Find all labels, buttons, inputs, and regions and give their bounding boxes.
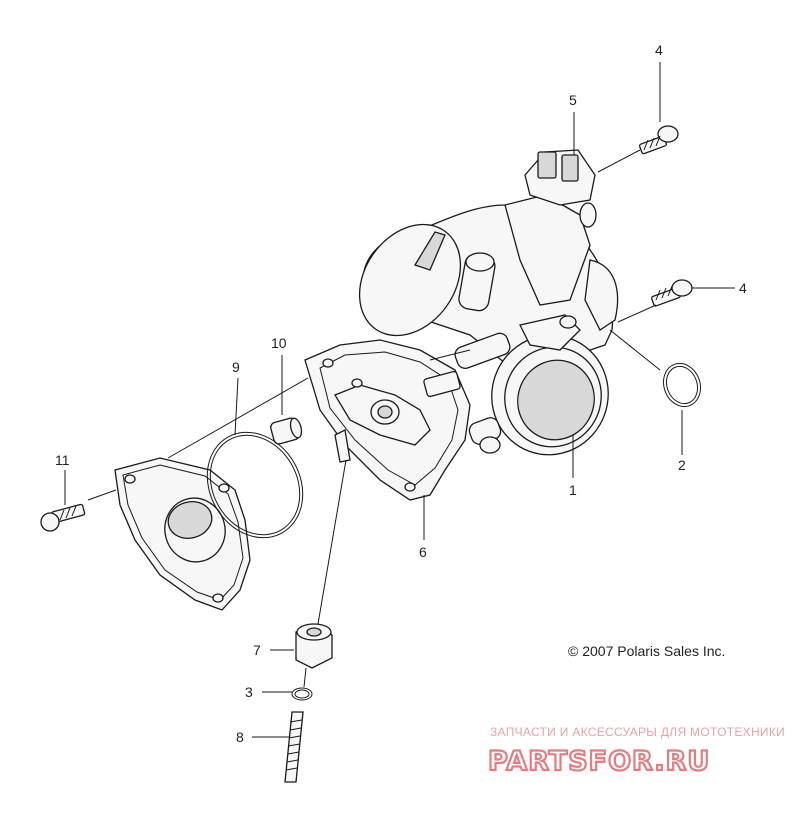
leader-lines	[64, 62, 735, 738]
screw-left	[40, 503, 86, 532]
callout-7: 7	[253, 642, 261, 658]
watermark-tagline: ЗАПЧАСТИ И АКСЕССУАРЫ ДЛЯ МОТОТЕХНИКИ	[490, 725, 785, 739]
o-ring-small	[662, 362, 702, 408]
o-ring-large	[206, 431, 304, 539]
callout-9: 9	[232, 359, 240, 375]
callout-8: 8	[236, 729, 244, 745]
screw-top	[638, 125, 679, 155]
nut	[295, 623, 333, 669]
callout-10: 10	[271, 335, 287, 351]
screw-right	[651, 279, 693, 307]
watermark-logo: PARTSFOR.RU	[488, 746, 710, 777]
copyright-text: © 2007 Polaris Sales Inc.	[568, 643, 725, 659]
dowel-pin	[270, 417, 303, 445]
throttle-body	[358, 149, 619, 456]
callout-5: 5	[569, 92, 577, 108]
callout-2: 2	[678, 457, 686, 473]
callout-6: 6	[419, 544, 427, 560]
callout-3: 3	[245, 684, 253, 700]
cover-housing	[304, 339, 471, 501]
callout-11: 11	[55, 452, 70, 468]
callouts: 1 2 3 4 4 5 6 7 8 9 10 11	[55, 42, 747, 745]
watermark: ЗАПЧАСТИ И АКСЕССУАРЫ ДЛЯ МОТОТЕХНИКИ PA…	[487, 725, 785, 778]
washer	[291, 687, 313, 701]
callout-4-top: 4	[655, 42, 663, 58]
callout-4-right: 4	[739, 280, 747, 296]
cover-plate	[114, 457, 251, 611]
callout-1: 1	[569, 482, 577, 498]
threaded-stud	[284, 711, 304, 783]
